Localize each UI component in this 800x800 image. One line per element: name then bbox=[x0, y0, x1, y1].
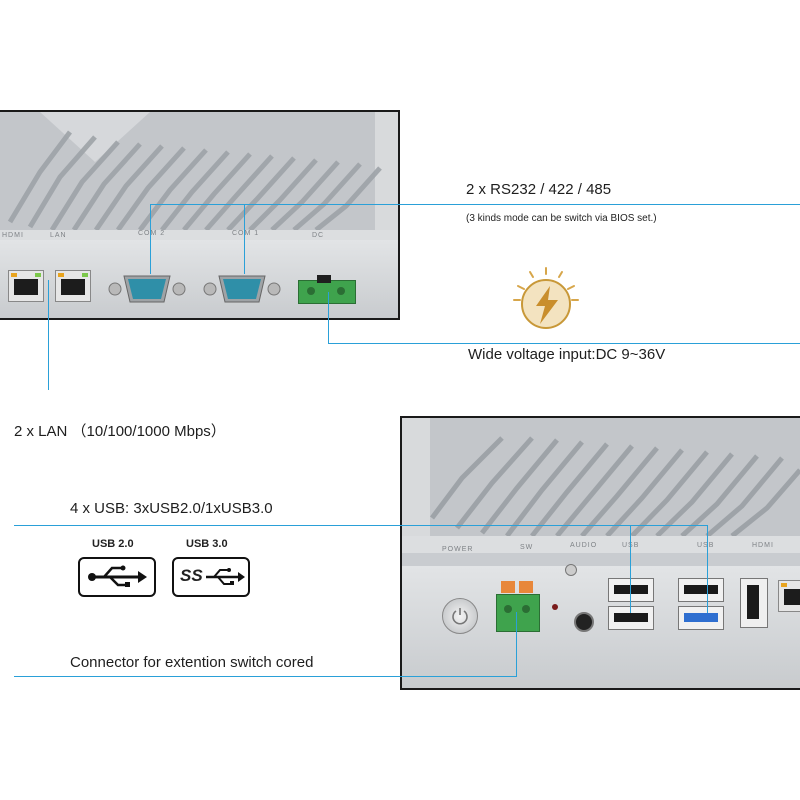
rs232-label: 2 x RS232 / 422 / 485 bbox=[466, 181, 612, 198]
screw-icon bbox=[565, 564, 577, 576]
dc-input-terminal bbox=[298, 275, 356, 304]
usb2-logo bbox=[78, 557, 156, 597]
lan-port-2 bbox=[55, 270, 91, 302]
status-led bbox=[552, 604, 558, 610]
port-label-com2: COM 2 bbox=[138, 230, 166, 237]
leader-usb-left bbox=[630, 525, 631, 613]
com2-port bbox=[108, 275, 186, 303]
audio-jack bbox=[574, 612, 594, 632]
leader-lan-vertical bbox=[48, 280, 49, 390]
bottom-io-photo: POWER SW AUDIO USB USB HDMI bbox=[400, 416, 800, 690]
leader-switch-horizontal bbox=[14, 676, 517, 677]
heatsink-fins bbox=[0, 112, 398, 242]
leader-usb-horizontal bbox=[14, 525, 708, 526]
leader-usb-right bbox=[707, 525, 708, 613]
usb3-trident-icon bbox=[206, 568, 245, 585]
connector-label: Connector for extention switch cored bbox=[70, 654, 314, 671]
leader-rs232-com1 bbox=[244, 204, 245, 274]
port-label-hdmi: HDMI bbox=[752, 542, 774, 549]
leader-rs232-com2 bbox=[150, 204, 151, 274]
usb2-title: USB 2.0 bbox=[92, 538, 134, 550]
usb3-logo: SS bbox=[172, 557, 250, 597]
port-label-power: POWER bbox=[442, 546, 474, 553]
heatsink-fins-bottom bbox=[402, 418, 800, 553]
usb-port-2 bbox=[608, 606, 654, 630]
usb3-port bbox=[678, 606, 724, 630]
port-label-usb-2: USB bbox=[697, 542, 715, 549]
leader-rs232-horizontal bbox=[150, 204, 800, 205]
leader-dc-vertical bbox=[328, 292, 329, 344]
usb-label: 4 x USB: 3xUSB2.0/1xUSB3.0 bbox=[70, 500, 273, 517]
power-button[interactable] bbox=[442, 598, 478, 634]
lan-port-bottom bbox=[778, 580, 800, 612]
lightning-power-icon bbox=[513, 267, 579, 329]
lan-label: 2 x LAN （10/100/1000 Mbps） bbox=[14, 423, 226, 440]
leader-dc-horizontal bbox=[328, 343, 800, 344]
hdmi-port bbox=[740, 578, 768, 628]
lan-port-1 bbox=[8, 270, 44, 302]
voltage-label: Wide voltage input:DC 9~36V bbox=[468, 346, 666, 363]
com1-port bbox=[203, 275, 281, 303]
usb3-title: USB 3.0 bbox=[186, 538, 228, 550]
port-label-lan: LAN bbox=[50, 232, 67, 239]
usb3-ss-mark: SS bbox=[180, 566, 203, 585]
port-label-com1: COM 1 bbox=[232, 230, 260, 237]
power-icon bbox=[452, 608, 468, 625]
usb-port-3 bbox=[678, 578, 724, 602]
port-label-hdmi: HDMI bbox=[2, 232, 24, 239]
port-label-sw: SW bbox=[520, 544, 534, 551]
leader-switch-vertical bbox=[516, 612, 517, 676]
rs232-note: (3 kinds mode can be switch via BIOS set… bbox=[466, 213, 657, 224]
switch-terminal bbox=[496, 581, 540, 632]
port-label-dc: DC bbox=[312, 232, 325, 239]
top-io-photo: HDMI LAN COM 2 COM 1 DC bbox=[0, 110, 400, 320]
usb-trident-icon bbox=[88, 565, 147, 587]
port-label-audio: AUDIO bbox=[570, 542, 598, 549]
usb-port-1 bbox=[608, 578, 654, 602]
